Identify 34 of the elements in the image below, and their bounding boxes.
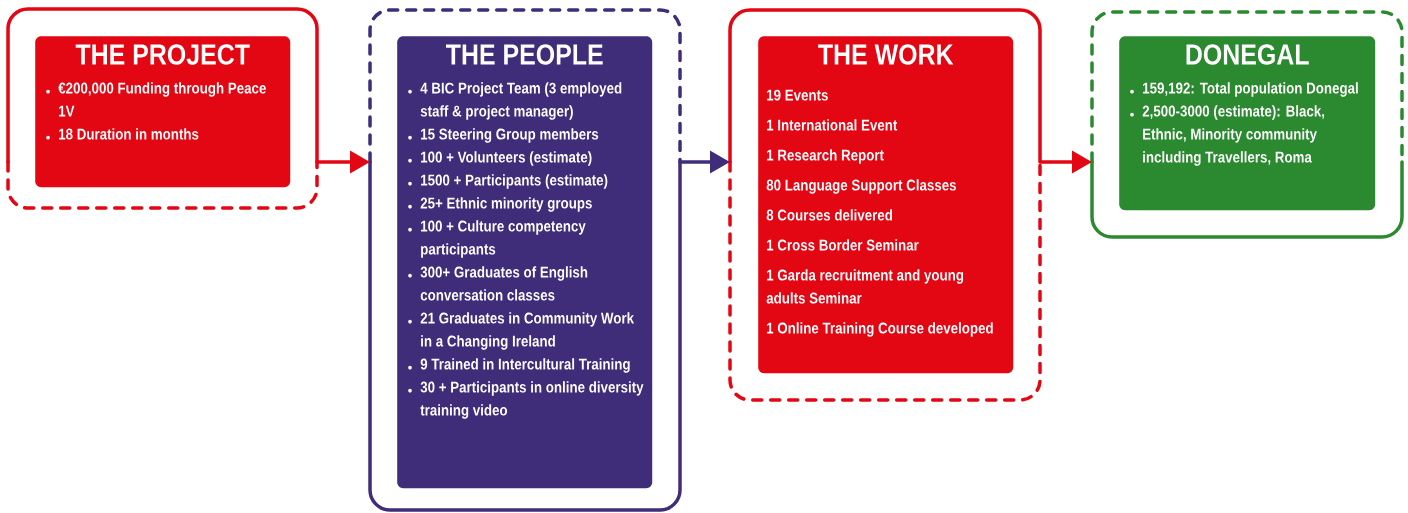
- bullet-item: 18 Duration in months: [46, 128, 199, 140]
- info-box: [35, 36, 291, 188]
- box-heading: THE PEOPLE: [446, 44, 603, 65]
- info-box: [758, 36, 1014, 374]
- bullet-item: 300+ Graduates of English conversation classes: [408, 266, 588, 301]
- box-heading: THE PROJECT: [75, 44, 250, 65]
- bullet-item: 30 + Participants in online diversity training video: [408, 381, 644, 419]
- list-item: 8 Courses delivered: [766, 209, 892, 221]
- bullet-item: 2,500-3000 (estimate): Black, Ethnic, Minority community including Travellers, Roma: [1130, 105, 1325, 166]
- bullet-item: 4 BIC Project Team (3 employed staff & project manager): [408, 82, 622, 120]
- bullet-item: 9 Trained in Intercultural Training: [408, 358, 630, 373]
- frame: [728, 8, 1042, 402]
- info-box: [1119, 36, 1376, 211]
- list-item: 1 Online Training Course developed: [767, 322, 993, 337]
- list-item: 1 Garda recruitment and young adults Seminar: [766, 269, 964, 304]
- box-heading: THE WORK: [818, 44, 954, 65]
- info-box: [397, 36, 653, 489]
- bullet-item: 100 + Culture competency participants: [408, 220, 586, 258]
- list-item: 1 Cross Border Seminar: [767, 239, 919, 251]
- frame: [368, 8, 682, 512]
- list-item: 1 International Event: [767, 119, 898, 131]
- list-item: 80 Language Support Classes: [766, 179, 957, 194]
- box-heading: DONEGAL: [1186, 44, 1309, 65]
- bullet-item: €200,000 Funding through Peace 1V: [46, 82, 266, 117]
- bullet-item: 21 Graduates in Community Work in a Changing Ireland: [408, 312, 635, 350]
- bullet-item: 100 + Volunteers (estimate): [408, 151, 592, 166]
- list-item: 19 Events: [767, 89, 828, 101]
- bullet-item: 1500 + Participants (estimate): [408, 174, 608, 189]
- list-item: 1 Research Report: [767, 149, 884, 164]
- bullet-item: 15 Steering Group members: [408, 128, 599, 143]
- frame: [1090, 10, 1404, 239]
- bullet-item: 25+ Ethnic minority groups: [408, 197, 592, 212]
- bullet-item: 159,192: Total population Donegal: [1130, 82, 1358, 97]
- frame: [6, 7, 319, 210]
